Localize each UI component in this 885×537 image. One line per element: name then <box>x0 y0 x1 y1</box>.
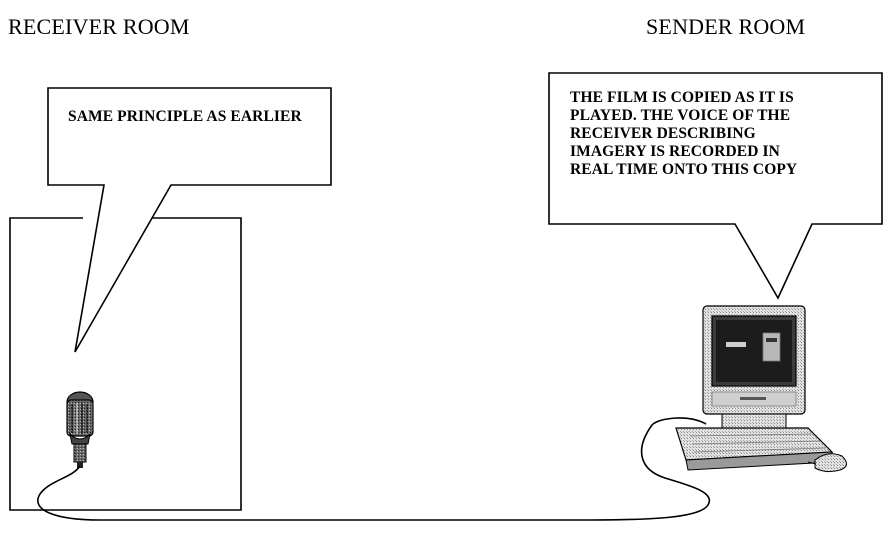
computer-icon <box>675 305 847 473</box>
sender-speech-bubble <box>548 72 883 300</box>
receiver-speech-bubble <box>47 87 332 353</box>
receiver-room-title: RECEIVER ROOM <box>8 14 190 39</box>
sender-room-title: SENDER ROOM <box>646 14 806 39</box>
sender-callout-text: THE FILM IS COPIED AS IT IS PLAYED. THE … <box>570 89 798 178</box>
receiver-room-outline <box>9 217 242 511</box>
microphone-icon <box>66 391 94 468</box>
receiver-callout-text: SAME PRINCIPLE AS EARLIER <box>68 108 302 125</box>
connecting-cable <box>37 417 711 521</box>
